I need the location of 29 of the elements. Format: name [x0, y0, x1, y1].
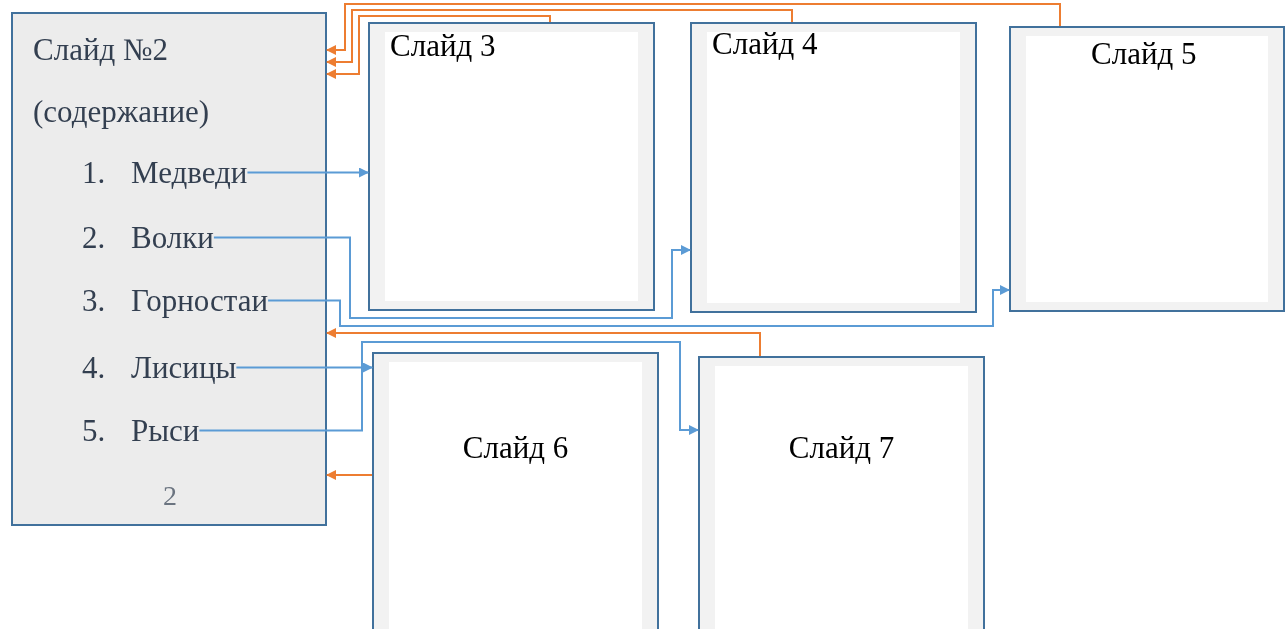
slide-title: Слайд 7: [788, 432, 895, 463]
slide-frame: [690, 22, 977, 313]
slide-frame: [698, 356, 985, 629]
list-item: 3. Горностаи: [82, 285, 269, 316]
list-item: 1. Медведи: [82, 157, 248, 188]
slide-title: Слайд 4: [712, 28, 818, 59]
arrow: [326, 470, 373, 480]
arrow: [246, 167, 369, 178]
arrow: [198, 341, 699, 435]
arrow: [212, 236, 691, 319]
slide-frame: [368, 22, 655, 311]
slide-title: Слайд 6: [462, 432, 569, 463]
list-item: 4. Лисицы: [82, 352, 237, 383]
slide-frame: [372, 352, 659, 629]
slide-title: Слайд 5: [1091, 38, 1197, 69]
arrow: [326, 15, 551, 79]
slide-frame: [1009, 26, 1285, 312]
page-number: 2: [163, 482, 177, 510]
slide-title: Слайд 3: [390, 30, 496, 61]
arrow: [326, 3, 1061, 55]
arrow: [326, 328, 761, 357]
slide-subheading: (содержание): [33, 96, 210, 127]
list-item: 5. Рыси: [82, 415, 200, 446]
contents-slide: [11, 12, 327, 526]
slide-heading: Слайд №2: [33, 34, 169, 65]
arrow: [267, 285, 1010, 327]
arrow: [235, 362, 373, 373]
arrow: [326, 9, 793, 67]
list-item: 2. Волки: [82, 222, 214, 253]
